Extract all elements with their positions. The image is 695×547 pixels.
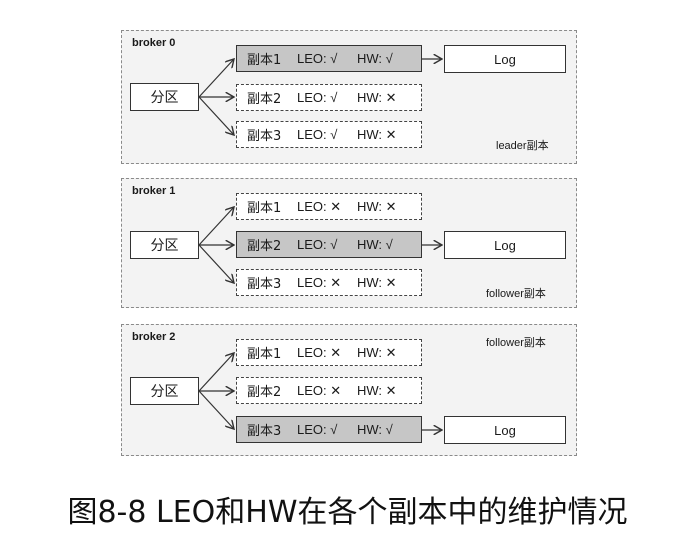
broker-0-panel: broker 0 分区 副本1 LEO: √ HW: √ 副本2 LEO: √ … <box>121 30 577 164</box>
replica-role-label: follower副本 <box>486 337 546 349</box>
replica-2: 副本2 LEO: √ HW: √ <box>236 231 422 258</box>
replica-leo: LEO: √ <box>297 127 338 142</box>
replica-leo: LEO: ✕ <box>297 198 342 214</box>
replica-hw: HW: √ <box>357 237 393 252</box>
replica-name: 副本1 <box>247 53 282 68</box>
replica-2: 副本2 LEO: ✕ HW: ✕ <box>236 377 422 404</box>
broker-title: broker 1 <box>132 185 176 197</box>
replica-leo: LEO: √ <box>297 90 338 105</box>
arrow-to-replica-3 <box>198 96 234 135</box>
replica-hw: HW: ✕ <box>357 198 397 214</box>
broker-title: broker 0 <box>132 37 176 49</box>
replica-hw: HW: ✕ <box>357 126 397 142</box>
partition-box: 分区 <box>130 377 199 405</box>
replica-hw: HW: √ <box>357 422 393 437</box>
replica-name: 副本3 <box>247 277 282 292</box>
figure-caption: 图8-8 LEO和HW在各个副本中的维护情况 <box>67 495 628 530</box>
replica-1: 副本1 LEO: √ HW: √ <box>236 45 422 72</box>
connector-arrows <box>198 325 578 457</box>
replica-hw: HW: ✕ <box>357 89 397 105</box>
replica-role-label: follower副本 <box>486 288 546 300</box>
arrow-to-replica-1 <box>198 59 234 98</box>
arrow-to-replica-1 <box>198 353 234 392</box>
replica-leo: LEO: √ <box>297 51 338 66</box>
replica-leo: LEO: ✕ <box>297 382 342 398</box>
partition-box: 分区 <box>130 83 199 111</box>
arrow-to-replica-3 <box>198 244 234 283</box>
log-box: Log <box>444 231 566 259</box>
replica-name: 副本3 <box>247 424 282 439</box>
replica-hw: HW: ✕ <box>357 382 397 398</box>
replica-name: 副本1 <box>247 201 282 216</box>
replica-name: 副本2 <box>247 239 282 254</box>
replica-3: 副本3 LEO: ✕ HW: ✕ <box>236 269 422 296</box>
replica-2: 副本2 LEO: √ HW: ✕ <box>236 84 422 111</box>
arrow-to-replica-3 <box>198 390 234 429</box>
broker-2-panel: broker 2 分区 副本1 LEO: ✕ HW: ✕ 副本2 LEO: ✕ … <box>121 324 577 456</box>
replica-leo: LEO: ✕ <box>297 344 342 360</box>
replica-hw: HW: ✕ <box>357 274 397 290</box>
log-box: Log <box>444 45 566 73</box>
replica-1: 副本1 LEO: ✕ HW: ✕ <box>236 339 422 366</box>
broker-1-panel: broker 1 分区 副本1 LEO: ✕ HW: ✕ 副本2 LEO: √ … <box>121 178 577 308</box>
replica-leo: LEO: ✕ <box>297 274 342 290</box>
partition-box: 分区 <box>130 231 199 259</box>
replica-name: 副本3 <box>247 129 282 144</box>
replica-role-label: leader副本 <box>496 140 549 152</box>
replica-name: 副本2 <box>247 92 282 107</box>
log-box: Log <box>444 416 566 444</box>
replica-hw: HW: ✕ <box>357 344 397 360</box>
replica-name: 副本2 <box>247 385 282 400</box>
connector-arrows <box>198 179 578 309</box>
arrow-to-replica-1 <box>198 207 234 246</box>
replica-leo: LEO: √ <box>297 422 338 437</box>
replica-leo: LEO: √ <box>297 237 338 252</box>
replica-3: 副本3 LEO: √ HW: ✕ <box>236 121 422 148</box>
replica-3: 副本3 LEO: √ HW: √ <box>236 416 422 443</box>
broker-title: broker 2 <box>132 331 176 343</box>
replica-hw: HW: √ <box>357 51 393 66</box>
connector-arrows <box>198 31 578 165</box>
replica-1: 副本1 LEO: ✕ HW: ✕ <box>236 193 422 220</box>
replica-name: 副本1 <box>247 347 282 362</box>
